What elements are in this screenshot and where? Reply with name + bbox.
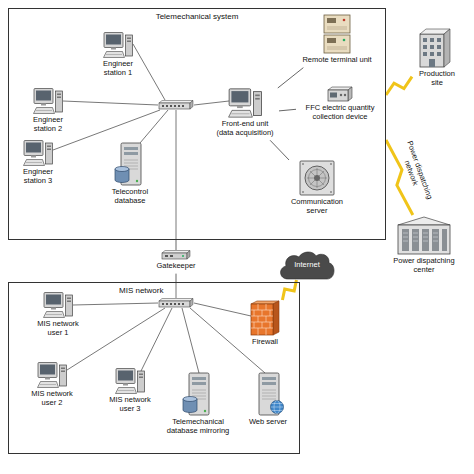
database-server: Telecontrol database — [100, 142, 160, 208]
device-label: Engineer station 3 — [14, 168, 62, 185]
terminal-icon — [324, 15, 350, 53]
terminal-unit: Remote terminal unit — [292, 14, 382, 68]
site-building: Production site — [412, 28, 462, 90]
device-label: Production site — [414, 70, 460, 87]
device-label: MIS network user 2 — [24, 390, 80, 407]
network-link — [278, 68, 304, 88]
workstation: MIS network user 1 — [28, 292, 88, 340]
collector-icon — [328, 87, 352, 101]
device-label: Web server — [244, 418, 292, 427]
front-end-computer: Front-end unit (data acquisition) — [211, 88, 279, 140]
network-link — [279, 109, 296, 111]
building-icon — [420, 29, 450, 67]
web-server: Web server — [242, 372, 294, 430]
group-title: Telemechanical system — [9, 12, 385, 21]
group-title: MIS network — [119, 286, 163, 295]
workstation-icon — [116, 369, 145, 394]
server-icon — [300, 161, 334, 195]
device-label: Engineer station 1 — [92, 60, 144, 77]
workstation: Engineer station 2 — [20, 88, 76, 136]
firewall: Firewall — [240, 300, 290, 350]
edge-label: Power dispatching network — [395, 136, 435, 208]
collection-device: FFC electric quantity collection device — [296, 86, 384, 124]
workstation: MIS network user 2 — [22, 362, 82, 410]
device-label: FFC electric quantity collection device — [298, 104, 382, 121]
wireless-link — [282, 280, 296, 300]
workstation-icon — [104, 33, 133, 58]
device-label: Front-end unit (data acquisition) — [213, 120, 277, 137]
database-server: Telemechanical database mirroring — [160, 372, 236, 438]
device-label: Gatekeeper — [151, 262, 201, 271]
workstation-icon — [24, 141, 53, 166]
network-wires — [53, 44, 265, 373]
device-label: Firewall — [242, 338, 288, 347]
network-link — [270, 140, 289, 160]
network-wire — [141, 308, 172, 371]
device-label: MIS network user 3 — [102, 396, 158, 413]
network-wire — [133, 44, 165, 100]
workstation-icon — [34, 89, 63, 114]
internet-cloud: Internet — [278, 250, 336, 280]
dispatch-center: Power dispatching center — [380, 215, 468, 277]
gatekeeper-device: Gatekeeper — [149, 250, 203, 274]
switch-icon — [159, 299, 193, 308]
network-wire — [176, 110, 177, 240]
network-link — [176, 274, 177, 282]
communication-server: Communication server — [282, 160, 352, 218]
database-icon — [183, 373, 209, 415]
database-icon — [115, 143, 141, 185]
network-wire — [140, 110, 168, 143]
network-wire — [53, 110, 160, 150]
gatekeeper-icon — [162, 251, 190, 260]
device-label: MIS network user 1 — [30, 320, 86, 337]
cloud-label: Internet — [278, 250, 336, 270]
network-wire — [176, 282, 177, 298]
firewall-icon — [251, 301, 279, 335]
dispatch-icon — [398, 217, 450, 254]
system-boundary: Telemechanical systemEngineer station 1 E… — [8, 8, 386, 240]
switch-icon — [159, 101, 193, 110]
device-label: Communication server — [284, 198, 350, 215]
device-label: Telemechanical database mirroring — [162, 418, 234, 435]
network-wire — [194, 101, 229, 105]
wireless-link — [386, 77, 412, 95]
network-wire — [67, 308, 165, 370]
device-label: Engineer station 2 — [22, 116, 74, 133]
workstation-icon — [38, 363, 67, 388]
network-link — [176, 240, 177, 250]
network-wire — [194, 303, 251, 316]
workstation-icon — [44, 293, 73, 318]
workstation: MIS network user 3 — [100, 368, 160, 416]
network-wire — [73, 303, 158, 305]
network-wire — [63, 101, 158, 105]
workstation: Engineer station 3 — [12, 140, 64, 188]
computer-icon — [229, 89, 262, 117]
web-server-icon — [259, 373, 284, 415]
network-boundary: MIS networkMIS network user 1 MIS network… — [8, 282, 300, 454]
device-label: Remote terminal unit — [294, 56, 380, 65]
workstation: Engineer station 1 — [90, 32, 146, 80]
device-label: Telecontrol database — [102, 188, 158, 205]
network-wire — [182, 308, 199, 373]
device-label: Power dispatching center — [382, 257, 466, 274]
